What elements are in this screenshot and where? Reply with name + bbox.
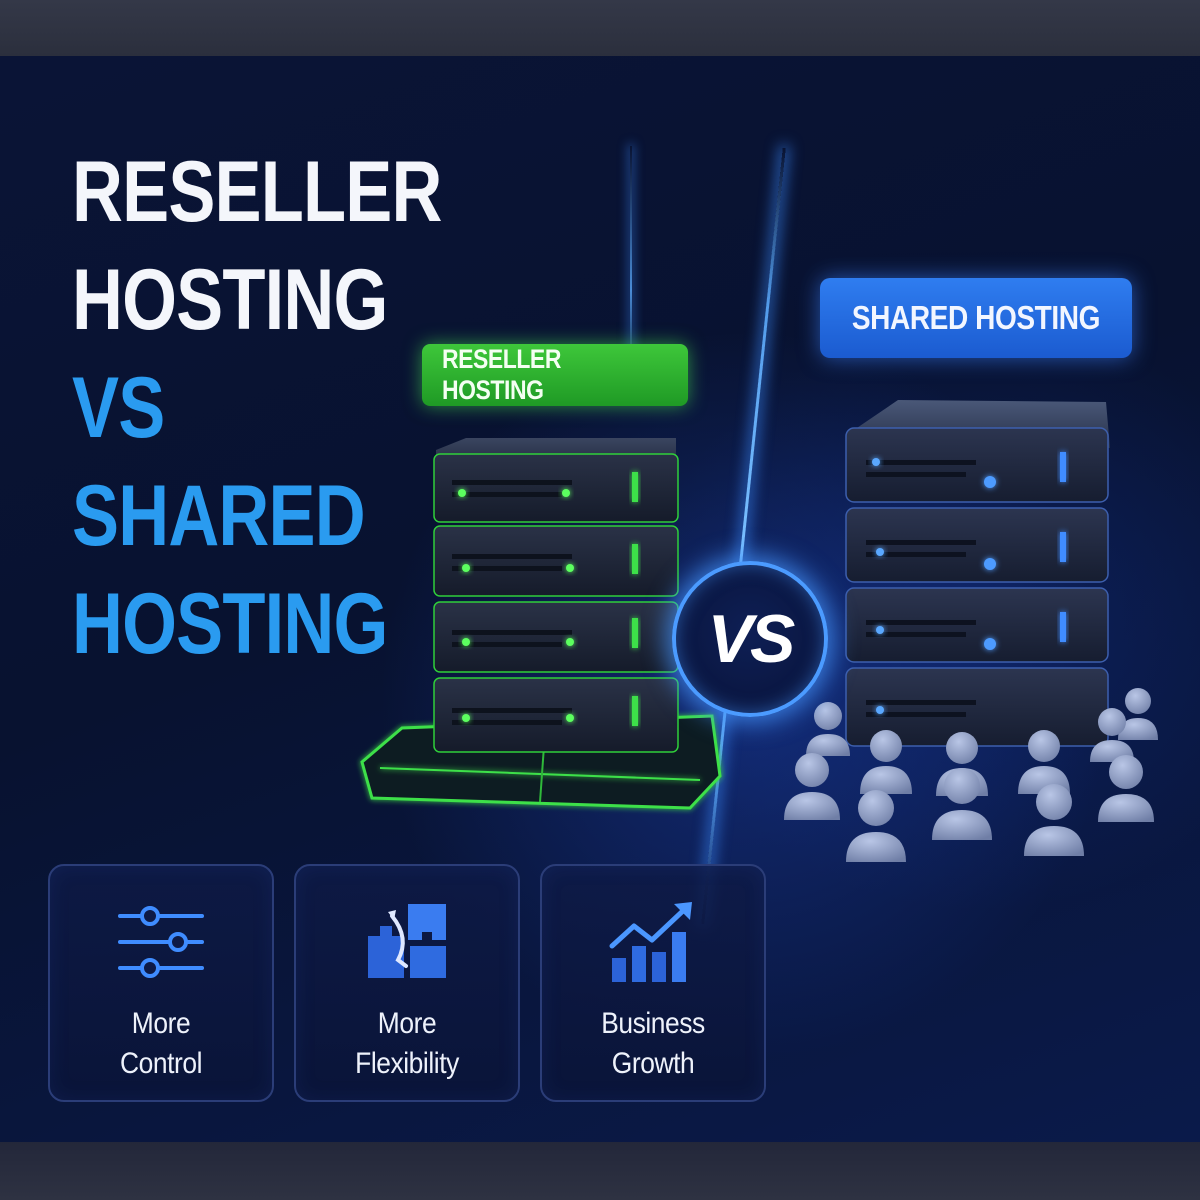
hero-banner: RESELLER HOSTING VS SHARED HOSTING — [0, 56, 1200, 1142]
headline-line-1: RESELLER — [72, 144, 442, 240]
feature-label-growth-line2: Growth — [611, 1047, 695, 1080]
feature-label-growth: Business Growth — [542, 1004, 764, 1084]
feature-label-flexibility: More Flexibility — [296, 1004, 518, 1084]
shared-hosting-tag: SHARED HOSTING — [820, 278, 1132, 358]
feature-label-control-line2: Control — [119, 1047, 203, 1080]
shared-server-illustration — [784, 400, 1158, 862]
users-crowd — [784, 688, 1158, 862]
feature-label-control: More Control — [50, 1004, 272, 1084]
feature-label-flexibility-line1: More — [377, 1007, 437, 1040]
light-beam-secondary — [630, 146, 632, 386]
feature-label-control-line1: More — [131, 1007, 191, 1040]
headline-line-4: SHARED — [72, 468, 366, 564]
top-frame — [0, 0, 1200, 56]
vs-badge: VS — [672, 561, 828, 717]
headline-line-5: HOSTING — [72, 576, 388, 672]
feature-label-growth-line1: Business — [601, 1007, 705, 1040]
shared-hosting-tag-label: SHARED HOSTING — [851, 299, 1101, 336]
headline-line-2: HOSTING — [72, 252, 388, 348]
puzzle-arrow-icon — [368, 904, 446, 978]
feature-card-flexibility: More Flexibility — [294, 864, 520, 1102]
reseller-server-illustration — [360, 438, 722, 810]
bottom-frame — [0, 1142, 1200, 1200]
headline-line-3: VS — [72, 360, 165, 456]
feature-card-control: More Control — [48, 864, 274, 1102]
growth-chart-icon — [609, 902, 692, 982]
reseller-hosting-tag: RESELLER HOSTING — [422, 344, 688, 406]
reseller-hosting-tag-label: RESELLER HOSTING — [441, 344, 561, 405]
sliders-icon — [118, 906, 204, 978]
headline: RESELLER HOSTING VS SHARED HOSTING — [72, 138, 442, 678]
feature-label-flexibility-line2: Flexibility — [355, 1047, 459, 1080]
feature-card-growth: Business Growth — [540, 864, 766, 1102]
